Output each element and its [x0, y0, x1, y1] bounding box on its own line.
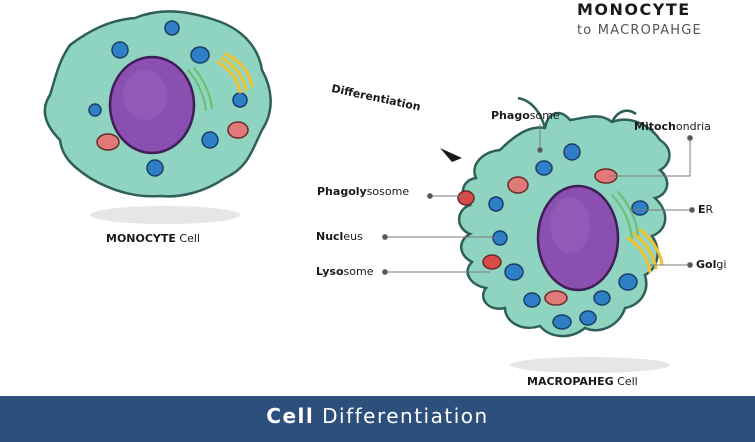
label-mitochondria-rest: ondria — [675, 120, 711, 133]
monocyte-vesicle — [232, 92, 248, 108]
monocyte-caption-bold: MONOCYTE — [106, 232, 176, 245]
macrophage-shadow — [510, 357, 670, 373]
footer-title: Cell Differentiation — [0, 404, 755, 428]
macrophage-vesicle — [631, 200, 649, 216]
macrophage-vesicle — [523, 292, 541, 308]
label-lysosome: Lysosome — [316, 265, 374, 278]
macrophage-mitochondrion — [507, 176, 529, 194]
label-phagosome: Phagosome — [491, 109, 560, 122]
macrophage-vesicle — [563, 143, 581, 161]
mitochondria-dot — [687, 135, 693, 141]
macrophage-vesicle — [552, 314, 572, 330]
nucleus-dot — [382, 234, 388, 240]
phagosome-organelle — [535, 160, 553, 176]
label-golgi-rest: gi — [716, 258, 727, 271]
monocyte-vesicle — [146, 159, 164, 177]
macrophage-pseudopod — [610, 109, 637, 123]
label-phagosome-bold: Phago — [491, 109, 530, 122]
monocyte-vesicle — [88, 103, 102, 117]
footer-banner: Cell Differentiation — [0, 396, 755, 442]
macrophage-mitochondrion — [544, 290, 568, 306]
monocyte-shadow — [90, 206, 240, 224]
monocyte-mitochondrion — [96, 133, 120, 151]
label-golgi-bold: Gol — [696, 258, 717, 271]
mitochondria-leader — [610, 138, 691, 177]
er-organelle — [611, 191, 639, 239]
monocyte-vesicle — [164, 20, 180, 36]
label-nucleus-rest: eus — [343, 230, 363, 243]
macrophage-vesicle — [618, 273, 638, 291]
label-er-bold: E — [698, 203, 706, 216]
phagosome-dot — [537, 147, 543, 153]
monocyte-mitochondrion — [227, 121, 249, 139]
monocyte-caption-rest: Cell — [175, 232, 200, 245]
footer-title-bold: Cell — [266, 404, 315, 428]
macrophage-vesicle — [504, 263, 524, 281]
footer-title-rest: Differentiation — [314, 404, 489, 428]
macrophage-caption-bold: MACROPAHEG — [527, 375, 614, 388]
label-mitochondria-bold: Mitoch — [634, 120, 676, 133]
macrophage-nucleus-highlight — [550, 197, 590, 253]
label-phagolysosome: Phagolysosome — [317, 185, 409, 198]
label-lysosome-rest: some — [343, 265, 374, 278]
lysosome-dot — [382, 269, 388, 275]
label-phagolysosome-bold: Phagoly — [317, 185, 367, 198]
monocyte-er — [187, 67, 213, 111]
phagolysosome-dot — [427, 193, 433, 199]
label-phagolysosome-rest: sosome — [366, 185, 410, 198]
macrophage-vesicle — [593, 290, 611, 306]
monocyte-caption: MONOCYTE Cell — [106, 232, 200, 245]
label-er: ER — [698, 203, 713, 216]
macrophage-pseudopod — [517, 96, 547, 129]
monocyte-vesicle — [190, 46, 210, 64]
page-title: MONOCYTE — [577, 0, 691, 19]
label-er-rest: R — [705, 203, 714, 216]
page-subtitle: to MACROPAHGE — [577, 23, 702, 38]
leader-lines — [382, 124, 695, 275]
macrophage-caption: MACROPAHEG Cell — [527, 375, 638, 388]
macrophage-vesicle — [488, 196, 504, 212]
label-nucleus-bold: Nucl — [316, 230, 344, 243]
monocyte-nucleus-highlight — [123, 70, 167, 120]
lysosome-organelle — [482, 254, 502, 270]
label-mitochondria: Mitochondria — [634, 120, 711, 133]
label-golgi: Golgi — [696, 258, 726, 271]
er-dot — [689, 207, 695, 213]
monocyte-vesicle — [111, 41, 129, 59]
label-phagosome-rest: some — [529, 109, 560, 122]
macrophage-caption-rest: Cell — [613, 375, 638, 388]
macrophage-vesicle — [492, 230, 508, 246]
monocyte-vesicle — [201, 131, 219, 149]
phagolysosome-organelle — [457, 190, 475, 206]
golgi-dot — [687, 262, 693, 268]
monocyte-golgi — [216, 52, 254, 94]
differentiation-arrow-icon — [440, 148, 462, 162]
label-lysosome-bold: Lyso — [316, 265, 344, 278]
label-nucleus: Nucleus — [316, 230, 363, 243]
macrophage-vesicle — [579, 310, 597, 326]
